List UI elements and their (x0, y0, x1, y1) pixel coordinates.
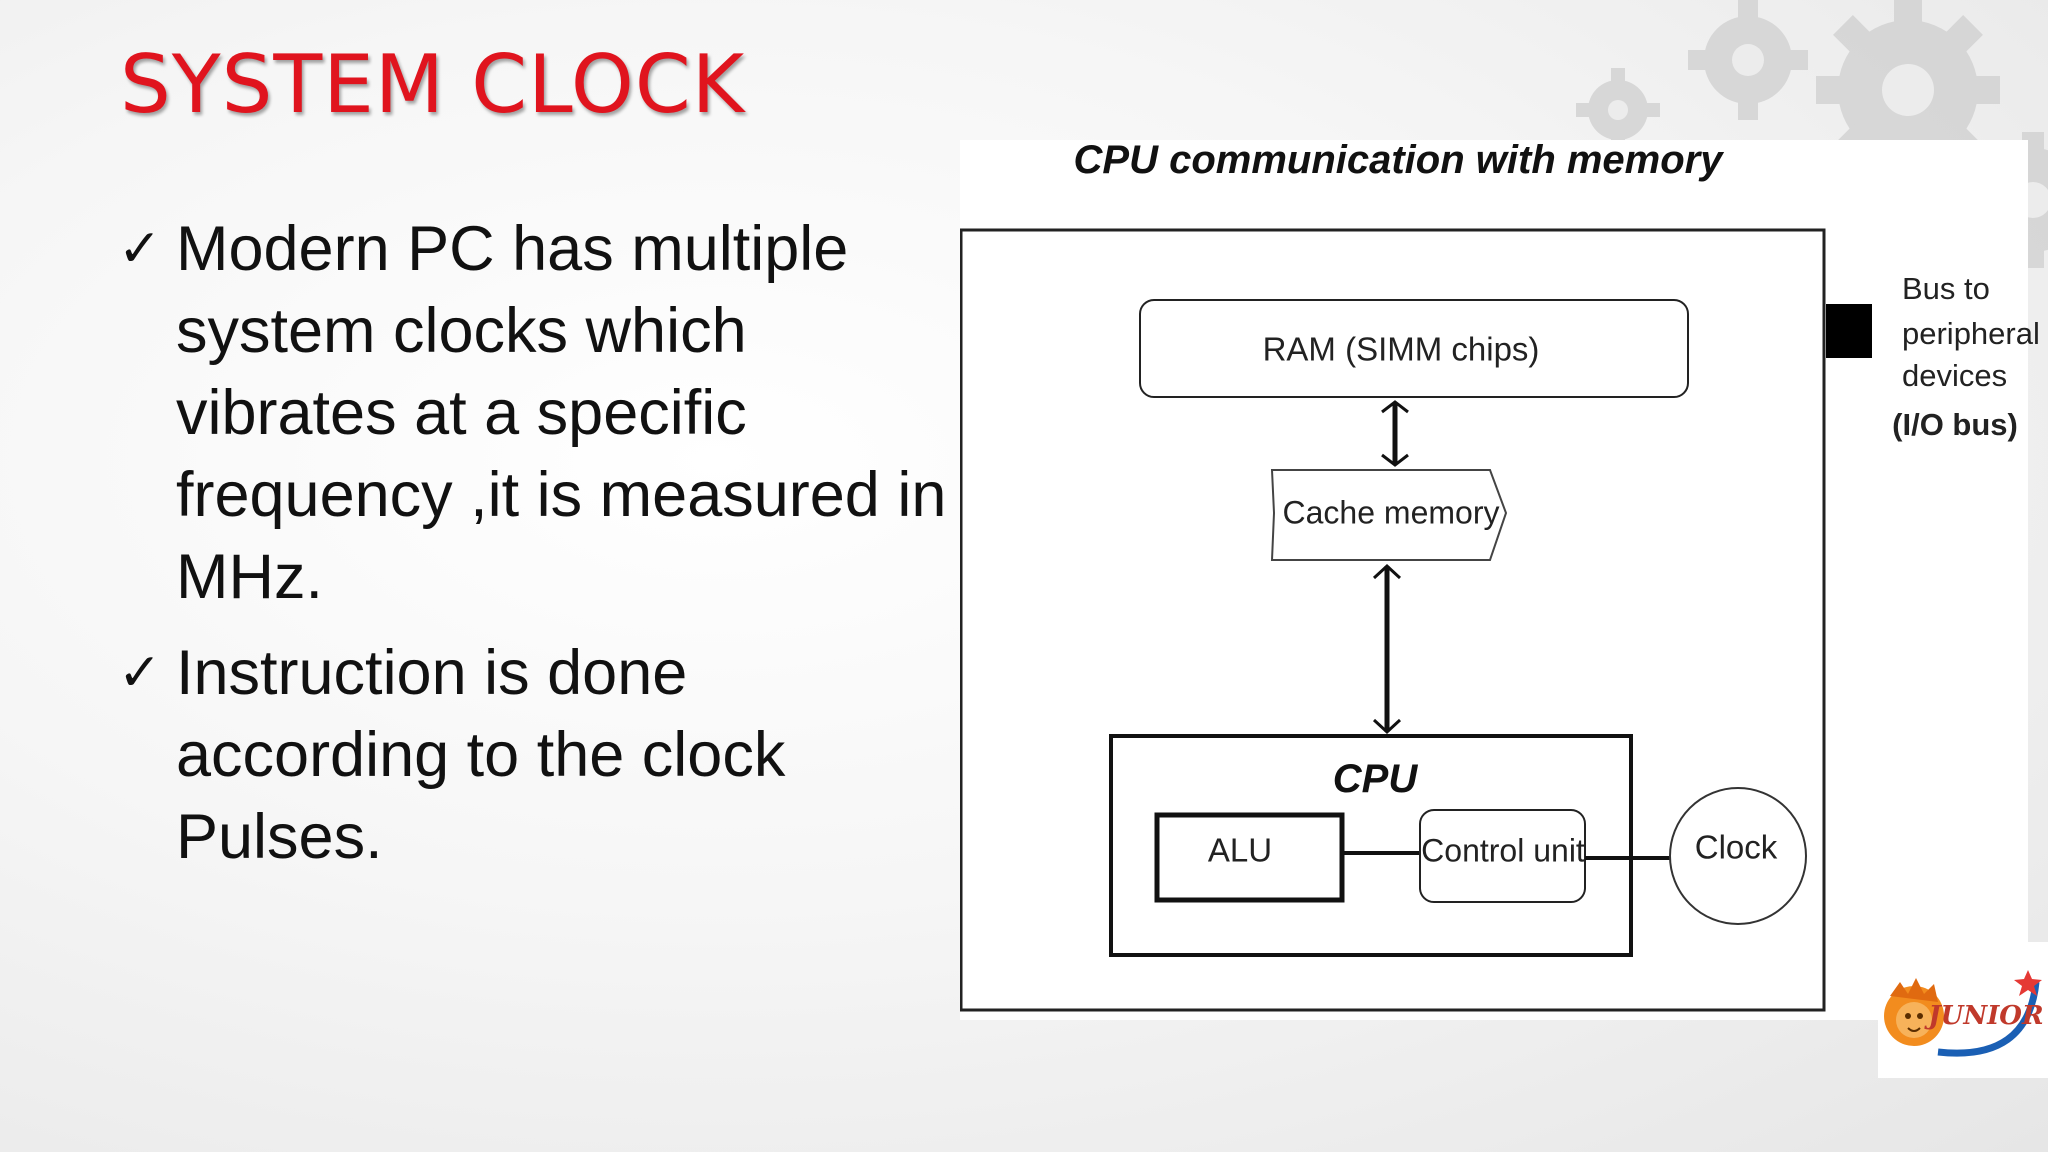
cpu-memory-diagram: CPU communication with memory RAM (SIMM … (960, 138, 2048, 1020)
system-frame (960, 228, 1826, 1012)
cache-box (1270, 469, 1508, 561)
diagram-caption: CPU communication with memory (1074, 138, 1725, 182)
bullet-text: Modern PC has multiple system clocks whi… (176, 214, 947, 612)
bus-label-line: peripheral (1902, 316, 2040, 351)
logo-text: JUNIOR (1923, 1001, 2043, 1031)
bus-label-line: devices (1902, 358, 2007, 393)
bullet-item: ✓ Instruction is done according to the c… (118, 632, 968, 878)
io-bus-label: (I/O bus) (1892, 407, 2018, 442)
logo-ring (1937, 981, 2040, 1057)
ram-label: RAM (SIMM chips) (1263, 331, 1540, 368)
star-icon (2014, 970, 2042, 996)
ram-cache-arrow (1381, 400, 1409, 467)
slide-title: SYSTEM CLOCK (120, 38, 746, 131)
bus-label-line: Bus to (1902, 271, 1990, 306)
cache-cpu-arrow (1372, 563, 1402, 735)
ram-box (1139, 299, 1689, 398)
alu-box (1154, 812, 1345, 903)
cache-label: Cache memory (1283, 494, 1500, 530)
bullet-item: ✓ Modern PC has multiple system clocks w… (118, 208, 968, 618)
bullet-text: Instruction is done according to the clo… (176, 638, 786, 872)
bus-label: Bus to peripheral devices (1902, 271, 2048, 393)
lion-head-icon (1884, 978, 1944, 1046)
cpu-box (1109, 734, 1633, 957)
control-unit-label: Control unit (1421, 832, 1585, 868)
checkmark-icon: ✓ (118, 643, 162, 703)
clock-circle (1669, 787, 1807, 925)
clock-label: Clock (1695, 829, 1778, 866)
io-bus-connector (1826, 304, 1872, 358)
bullet-list: ✓ Modern PC has multiple system clocks w… (118, 208, 968, 892)
alu-label: ALU (1208, 832, 1272, 869)
cpu-label: CPU (1333, 757, 1419, 801)
checkmark-icon: ✓ (118, 219, 162, 279)
junior-logo: JUNIOR (1878, 942, 2048, 1078)
